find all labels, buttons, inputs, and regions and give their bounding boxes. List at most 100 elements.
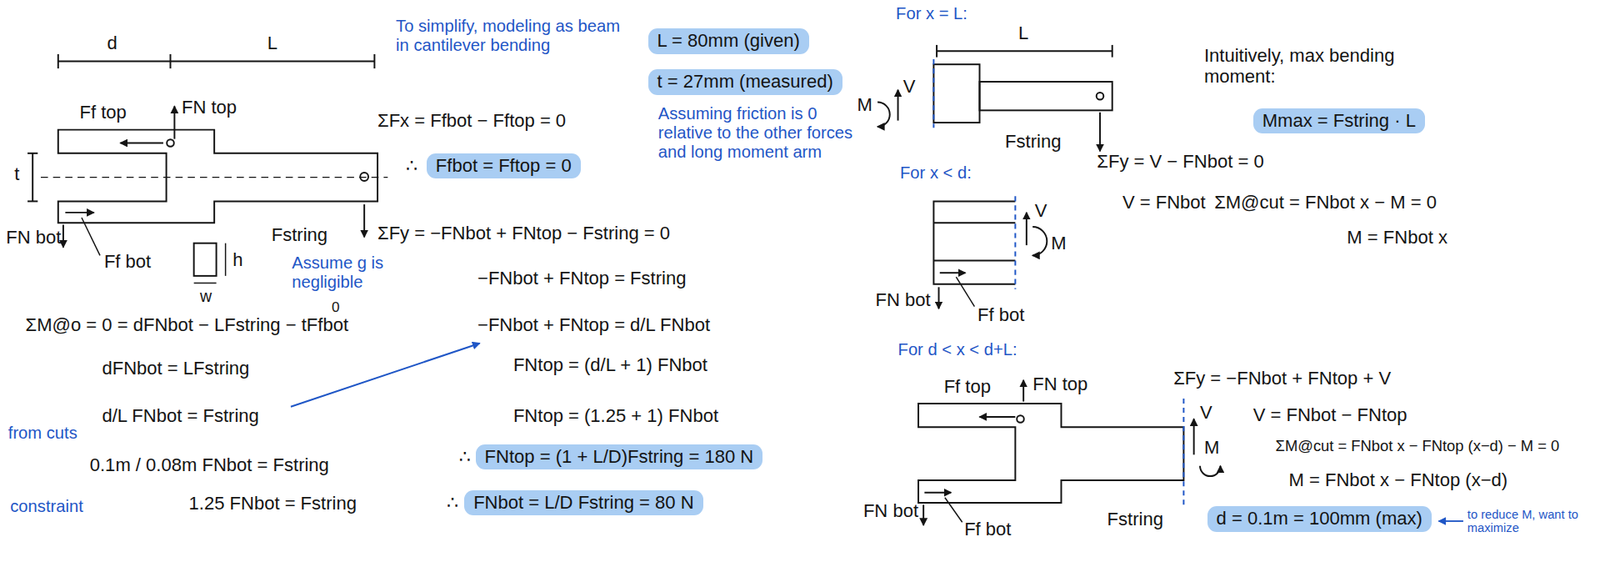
equation-text: −FNbot + FNtop = Fstring [477, 267, 686, 289]
equation-text: Fstring [1107, 508, 1164, 530]
equation-text: 0.1m / 0.08m FNbot = Fstring [90, 454, 330, 475]
equation-text: FN bot [863, 500, 919, 521]
equation-text: V [1200, 401, 1213, 423]
force-arrow [62, 225, 65, 248]
equation-text: FNtop = (d/L + 1) FNbot [513, 354, 708, 375]
note-text: Assuming friction is 0 relative to the o… [658, 104, 858, 163]
equation-text: w [200, 286, 212, 306]
cut-x-equals-l [980, 81, 1113, 110]
cut-x-equals-l [1111, 45, 1114, 58]
force-arrow [120, 142, 163, 145]
center-line [40, 176, 388, 178]
cut-between [945, 497, 963, 522]
left-free-body [194, 282, 217, 284]
note-arrow [1439, 520, 1464, 522]
note-text: For d < x < d+L: [898, 340, 1018, 360]
equation-text: L [267, 32, 278, 54]
equation-text: Ff top [944, 375, 991, 397]
cross-section [194, 243, 217, 276]
note-arrow [290, 343, 480, 407]
highlight-box: d = 0.1m = 100mm (max) [1207, 505, 1432, 531]
note-text: For x = L: [895, 4, 968, 24]
equation-text: FN bot [875, 289, 931, 310]
force-arrow [173, 105, 175, 139]
equation-text: 0 [331, 299, 340, 316]
result-text: FNtop = (1 + L/D)Fstring = 180 N [485, 445, 755, 467]
equation-text: t [14, 163, 20, 185]
equation-text: Intuitively, max bending moment: [1204, 45, 1441, 88]
equation-text: ΣM@cut = FNbot x − FNtop (x−d) − M = 0 [1275, 436, 1560, 455]
cut-x-equals-l [1099, 112, 1101, 152]
cut-between [922, 504, 925, 525]
equation-text: L [1018, 22, 1029, 44]
left-free-body [57, 54, 60, 69]
highlight-box: Ffbot = Fftop = 0 [426, 153, 581, 179]
lever-outline [58, 130, 378, 224]
result-text: Ffbot = Fftop = 0 [435, 155, 572, 176]
cut-x-less-d [933, 200, 1015, 284]
equation-text: Ff bot [964, 518, 1011, 540]
equation-text: d [107, 32, 118, 54]
equation-text: ΣM@o = 0 = dFNbot − LFstring − tFfbot [25, 314, 349, 335]
equation-text: Fstring [271, 224, 328, 245]
thickness-dimension [31, 153, 34, 202]
cut-between [1016, 415, 1025, 423]
left-free-body [373, 54, 375, 69]
equation-text: −FNbot + FNtop = d/L FNbot [477, 314, 710, 335]
equation-text: ΣFy = −FNbot + FNtop − Fstring = 0 [377, 222, 670, 244]
equation-text: ∴ [446, 491, 459, 513]
cut-x-equals-l [932, 59, 935, 128]
equation-text: FN top [181, 96, 237, 118]
cut-between [1022, 380, 1025, 402]
equation-text: M = FNbot x [1346, 226, 1448, 248]
equation-text: Ff bot [977, 304, 1025, 325]
left-free-body [170, 54, 172, 69]
highlight-box: FNtop = (1 + L/D)Fstring = 180 N [475, 444, 764, 470]
equation-text: dFNbot = LFstring [101, 357, 250, 379]
equation-text: M [1204, 436, 1220, 458]
left-free-body [58, 60, 375, 63]
equation-text: ΣM@cut = FNbot x − M = 0 [1214, 191, 1437, 213]
force-arrow [363, 204, 365, 237]
cut-x-less-d [1014, 195, 1016, 290]
equation-text: ΣFy = −FNbot + FNtop + V [1173, 367, 1391, 389]
note-text: from cuts [8, 423, 78, 443]
cut-between [918, 403, 1184, 503]
pivot-point [360, 172, 369, 181]
cut-x-equals-l [933, 64, 980, 123]
equation-text: V = FNbot [1122, 191, 1206, 213]
equation-text: d/L FNbot = Fstring [101, 405, 259, 426]
note-text: constraint [10, 496, 84, 516]
left-free-body [27, 54, 388, 284]
equation-text: 1.25 FNbot = Fstring [189, 492, 357, 514]
result-text: d = 0.1m = 100mm (max) [1216, 507, 1423, 529]
cut-x-equals-l [935, 45, 938, 58]
equation-text: ΣFy = V − FNbot = 0 [1096, 150, 1264, 172]
cut-between [918, 380, 1220, 525]
note-text: Assume g is negligible [291, 253, 405, 292]
equation-text: V = FNbot − FNtop [1253, 404, 1408, 425]
cut-x-less-d [933, 195, 1047, 309]
left-free-body [27, 152, 38, 155]
note-text: For x < d: [900, 163, 972, 183]
result-text: Mmax = Fstring · L [1262, 110, 1416, 131]
equation-text: FNtop = (1.25 + 1) FNbot [513, 405, 719, 426]
pivot-point [166, 139, 175, 147]
cut-x-less-d [1032, 226, 1047, 255]
cut-x-less-d [940, 271, 966, 274]
cut-x-less-d [1025, 212, 1028, 245]
equation-text: ∴ [459, 445, 471, 467]
equation-text: M = FNbot x − FNtop (x−d) [1289, 469, 1509, 490]
cut-x-equals-l [877, 102, 890, 127]
equation-text: Ff bot [104, 250, 151, 272]
equation-text: M [1050, 232, 1066, 254]
result-text: L = 80mm (given) [657, 30, 800, 51]
equation-text: FN bot [5, 226, 61, 248]
cut-x-less-d [955, 276, 975, 307]
equation-text: ∴ [405, 155, 418, 176]
left-free-body [27, 200, 38, 202]
cut-between [1182, 398, 1185, 508]
equation-text: ΣFx = Ffbot − Fftop = 0 [377, 110, 566, 131]
cut-x-equals-l [877, 45, 1113, 151]
